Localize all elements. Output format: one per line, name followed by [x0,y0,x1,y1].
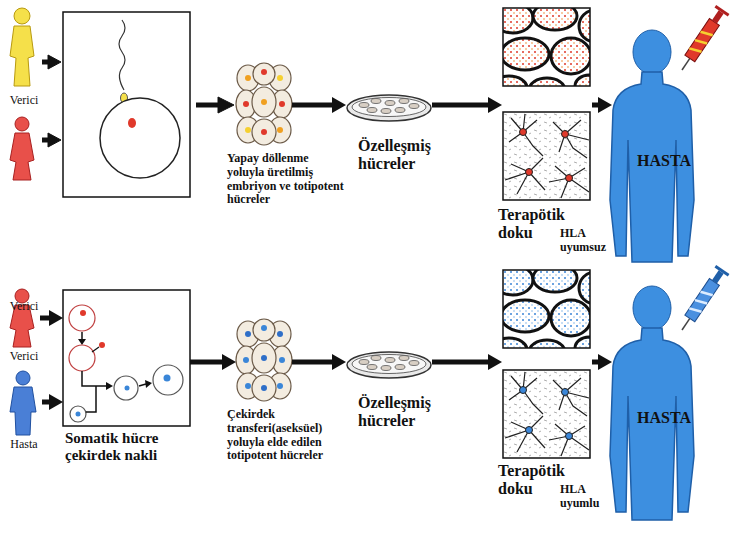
diagram-node: HASTA [612,285,692,521]
caption-text: Özelleşmiş hücreler [358,394,468,431]
syringe [675,265,729,334]
donor-figure [10,8,34,86]
donor-figure [10,117,34,180]
layout-arrow [42,55,234,147]
patient-donor-figure [10,371,36,435]
caption-slot: HLA uyumsuz [560,227,626,255]
flow-arrow [40,310,63,326]
caption-text: Özelleşmiş hücreler [358,137,468,174]
diagram-node: Somatik hücre çekirdek nakli [63,290,190,426]
fertilization-box [63,12,190,197]
caption-slot: Verici [0,94,48,108]
caption-text: HASTA [637,152,707,170]
flow-arrow [432,354,502,370]
neuron-tissue [503,112,590,200]
patient-figure [610,30,694,262]
embryo [236,319,292,401]
caption-text: HLA uyumlu [560,483,626,511]
flow-arrow [190,354,236,370]
flow-arrow [292,97,346,113]
embryo [236,63,292,145]
caption-text: HLA uyumsuz [560,227,626,255]
caption-slot: Çekirdek transferi(aseksüel) yoluyla eld… [227,408,347,463]
caption-slot: Verici [0,300,48,314]
caption-slot: HASTA [637,152,707,170]
caption-slot: Verici [0,350,48,364]
flow-arrow [292,354,346,370]
diagram-node: Çekirdek transferi(aseksüel) yoluyla eld… [236,320,292,402]
diagram-node: Özelleşmiş hücreler [346,350,432,380]
caption-text: Verici [0,94,48,108]
diagram-node: Verici [4,116,40,182]
caption-text: HASTA [637,409,707,427]
nuclear-transfer-box [63,290,190,426]
diagram-node: HASTA [612,28,692,264]
flow-arrow [592,354,612,370]
caption-slot: Yapay döllenme yoluyla üretilmiş embriyo… [227,152,347,207]
neuron-tissue [503,370,590,458]
flow-arrow [42,394,63,410]
caption-text: Somatik hücre çekirdek nakli [65,430,195,465]
donor-figure [10,289,34,347]
tissue-cells [491,2,611,102]
caption-slot: HLA uyumlu [560,483,626,511]
diagram-node: Verici [4,4,40,88]
caption-text: Verici [0,350,48,364]
caption-slot: Hasta [0,438,48,452]
caption-text: Çekirdek transferi(aseksüel) yoluyla eld… [227,408,347,463]
diagram-node: Terapötik dokuHLA uyumlu [502,268,592,460]
caption-text: Yapay döllenme yoluyla üretilmiş embriyo… [227,152,347,207]
syringe [675,5,729,74]
flow-arrow [592,97,612,113]
diagram-node: Verici [4,288,40,348]
diagram-node: Yapay döllenme yoluyla üretilmiş embriyo… [236,64,292,148]
caption-text: Hasta [0,438,48,452]
diagram-node: Hasta [4,370,42,436]
diagram-node: Terapötik dokuHLA uyumsuz [502,7,592,203]
caption-slot: Özelleşmiş hücreler [358,394,468,431]
tissue-cells [491,264,611,364]
flow-arrow [432,97,502,113]
petri-dish [347,352,431,378]
caption-slot: Somatik hücre çekirdek nakli [65,430,195,465]
caption-text: Verici [0,300,48,314]
caption-slot: HASTA [637,409,707,427]
diagram-node: Özelleşmiş hücreler [346,93,432,123]
caption-slot: Özelleşmiş hücreler [358,137,468,174]
patient-figure [610,286,694,520]
petri-dish [347,95,431,121]
